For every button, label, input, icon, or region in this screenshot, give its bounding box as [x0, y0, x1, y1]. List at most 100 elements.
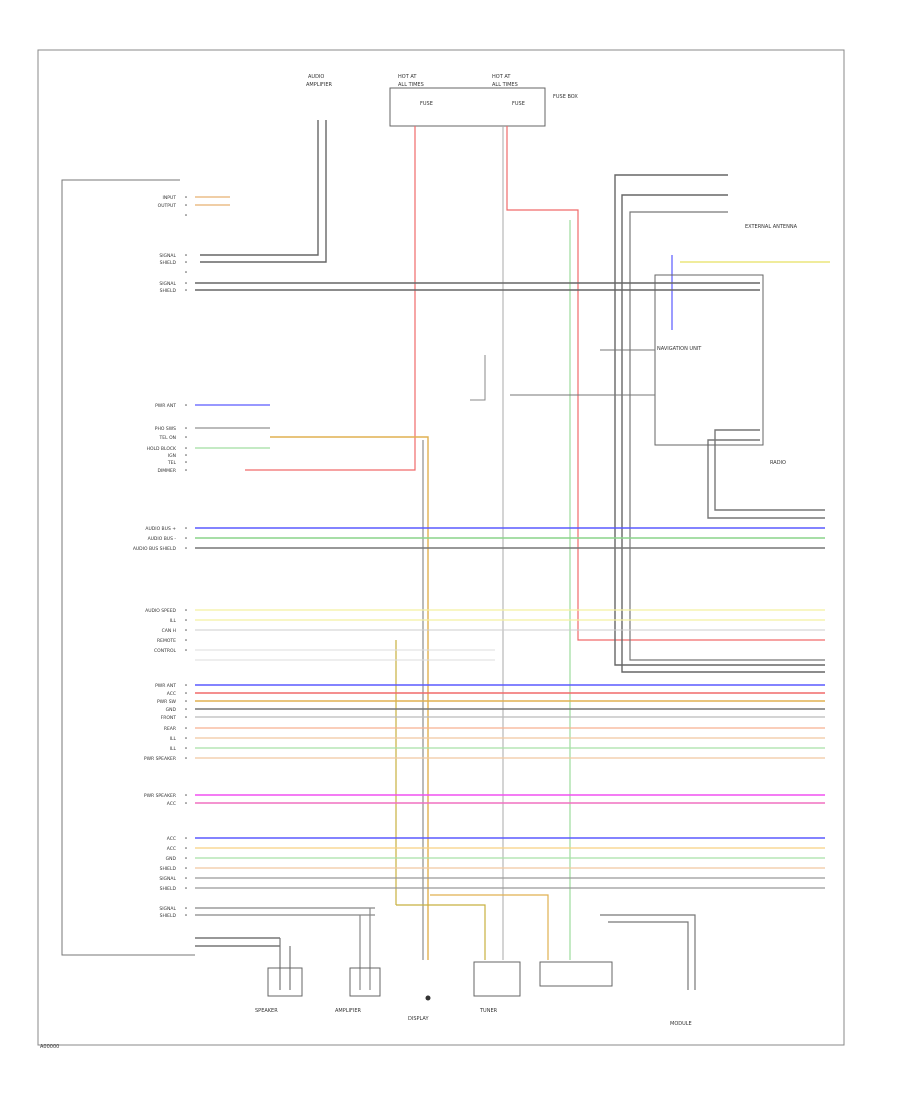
wire-bottom-h — [608, 921, 689, 990]
left-pin-label: AUDIO BUS SHIELD — [133, 546, 177, 552]
pin-dot — [185, 747, 187, 749]
fuse-b-label: FUSE — [512, 101, 525, 107]
left-pin-label: SIGNAL — [159, 906, 176, 912]
pin-dot — [185, 404, 187, 406]
wire-internal-bracket — [470, 355, 486, 401]
wire-orange-vertical — [270, 436, 429, 960]
pin-dot — [185, 427, 187, 429]
pin-dot — [185, 289, 187, 291]
left-pin-label: OUTPUT — [158, 203, 177, 209]
radio-unit-label: RADIO — [770, 460, 786, 466]
pin-dot — [185, 282, 187, 284]
left-pin-label: GND — [166, 856, 177, 862]
wire-red-fuse — [245, 126, 416, 471]
wire-bottom-e — [396, 904, 486, 960]
pin-dot — [185, 196, 187, 198]
left-pin-label: ACC — [167, 691, 176, 697]
pin-dot — [185, 887, 187, 889]
pin-dot — [185, 914, 187, 916]
bottom-label-2: AMPLIFIER — [335, 1008, 362, 1014]
left-pin-label: PWR ANT — [155, 683, 176, 689]
left-pin-label: SIGNAL — [159, 876, 176, 882]
pin-dot — [185, 857, 187, 859]
pin-dot — [185, 692, 187, 694]
ground-symbol — [425, 995, 431, 1001]
left-pin-label: FRONT — [161, 715, 177, 721]
fuse-a-label: FUSE — [420, 101, 433, 107]
pin-dot — [185, 436, 187, 438]
left-harness-line — [61, 179, 195, 956]
wire-audio-top-1 — [200, 120, 319, 256]
left-pin-label: REMOTE — [157, 638, 176, 644]
left-pin-label: AUDIO BUS + — [145, 526, 176, 532]
pin-dot — [185, 802, 187, 804]
antenna-label: EXTERNAL ANTENNA — [745, 224, 798, 230]
pin-dot — [185, 609, 187, 611]
left-pin-label: ILL — [170, 746, 177, 752]
left-pin-label: GND — [166, 707, 177, 713]
pin-dot — [185, 649, 187, 651]
left-pin-label: HOLD BLOCK — [147, 446, 177, 452]
pin-dot — [185, 204, 187, 206]
audio-top-label2: AMPLIFIER — [306, 82, 333, 88]
left-pin-label: ILL — [170, 618, 177, 624]
left-pin-label: PWR SPEAKER — [144, 756, 176, 762]
fuse-box-label: FUSE BOX — [553, 94, 578, 100]
wire-bottom-g — [600, 914, 696, 990]
left-pin-label: SHIELD — [160, 913, 177, 919]
left-pin-label: TEL — [167, 460, 177, 466]
left-pin-label: ILL — [170, 736, 177, 742]
bottom-label-4: TUNER — [479, 1008, 498, 1014]
bottom-connector-3 — [473, 961, 521, 997]
left-pin-label: TEL ON — [159, 435, 176, 441]
pin-numbers — [185, 196, 187, 916]
footer-code: A00000 — [40, 1044, 59, 1050]
pin-dot — [185, 716, 187, 718]
wire-right-3 — [629, 211, 825, 661]
pin-dot — [185, 447, 187, 449]
wire-right-5 — [707, 439, 825, 519]
left-pin-label: SIGNAL — [159, 281, 176, 287]
pin-dot — [185, 757, 187, 759]
pin-dot — [185, 708, 187, 710]
left-pin-label: SHIELD — [160, 288, 177, 294]
left-pin-label: ACC — [167, 846, 176, 852]
pin-dot — [185, 639, 187, 641]
pin-dot — [185, 867, 187, 869]
pin-dot — [185, 461, 187, 463]
wire-bottom-f — [430, 894, 549, 960]
bottom-label-1: SPEAKER — [255, 1008, 278, 1014]
left-pin-label: CAN H — [162, 628, 176, 634]
pin-dot — [185, 794, 187, 796]
radio-unit-box — [654, 274, 764, 446]
left-pin-label: PWR ANT — [155, 403, 176, 409]
hot-at-label-2: HOT AT — [492, 74, 511, 80]
hot-at-label-2b: ALL TIMES — [492, 82, 518, 88]
diagram-frame — [37, 49, 845, 1046]
pin-dot — [185, 684, 187, 686]
left-pin-label: SHIELD — [160, 260, 177, 266]
hot-at-label-1: HOT AT — [398, 74, 417, 80]
pin-dot — [185, 847, 187, 849]
pin-dot — [185, 254, 187, 256]
bottom-label-5: MODULE — [670, 1021, 692, 1027]
left-pin-label: CONTROL — [154, 648, 176, 654]
left-pin-label: AUDIO BUS - — [148, 536, 177, 542]
pin-dot — [185, 907, 187, 909]
pin-dot — [185, 261, 187, 263]
left-pin-label: IGN — [168, 453, 176, 459]
left-pin-label: ACC — [167, 801, 176, 807]
bottom-label-3: DISPLAY — [408, 1016, 429, 1022]
pin-dot — [185, 527, 187, 529]
left-pin-label: PWR SW — [157, 699, 177, 705]
wire-right-1 — [614, 174, 825, 666]
pin-dot — [185, 737, 187, 739]
left-pin-label: ACC — [167, 836, 176, 842]
wire-audio-top-2 — [200, 120, 327, 263]
wire-right-4 — [714, 429, 825, 511]
pin-dot — [185, 727, 187, 729]
bottom-connector-1 — [267, 967, 303, 997]
bottom-connector-2 — [349, 967, 381, 997]
